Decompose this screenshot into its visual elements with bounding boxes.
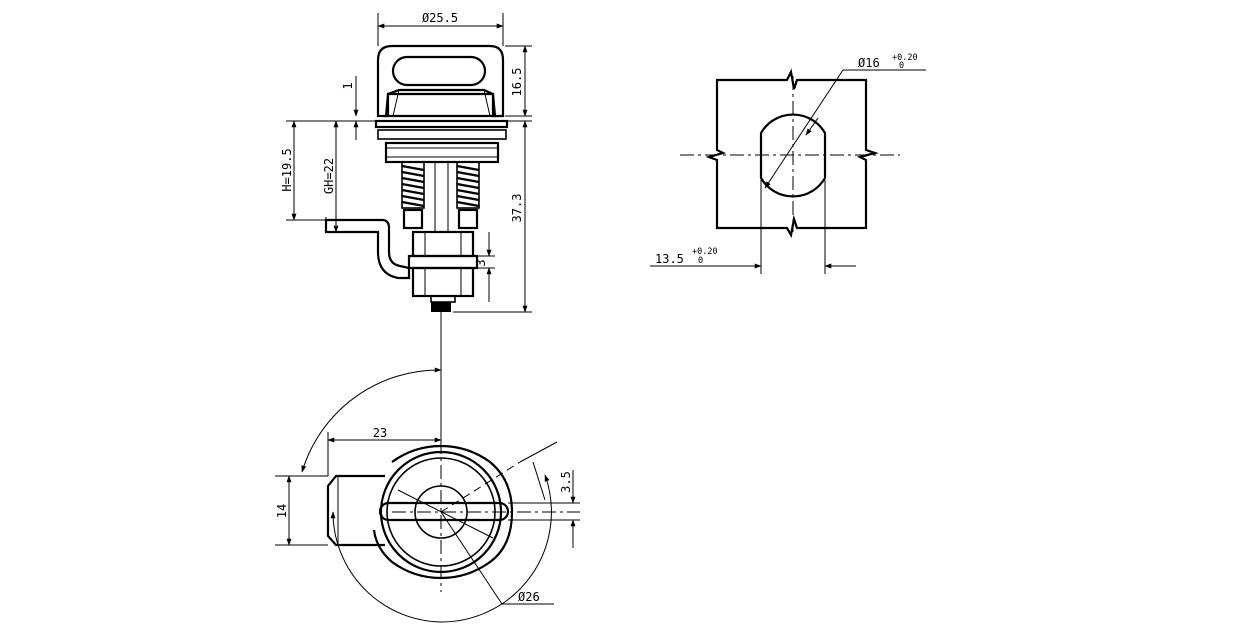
threaded-post-right xyxy=(456,161,480,230)
rotation-arc-bottom xyxy=(330,474,552,623)
dim-1: 1 xyxy=(341,82,355,89)
panel-outline xyxy=(705,68,879,239)
dim-gh-22: GH=22 xyxy=(322,158,336,194)
lower-nut xyxy=(411,230,475,258)
screw-tip xyxy=(431,302,451,312)
threaded-post-left xyxy=(401,161,425,230)
dim-dia-26: Ø26 xyxy=(518,590,540,604)
dim-37-3: 37.3 xyxy=(510,194,524,223)
dim-h-19-5: H=19.5 xyxy=(280,148,294,191)
dim-13-5-tol-lower: 0 xyxy=(698,256,703,266)
handle-slot xyxy=(391,55,487,87)
front-view: Ø25.5 16.5 1 H=19.5 GH=22 37.3 3 xyxy=(280,11,532,440)
cam-bottom xyxy=(326,474,385,547)
dim-dia-25-5: Ø25.5 xyxy=(422,11,458,25)
dim-dia-16: Ø16 xyxy=(858,56,880,70)
dim-23: 23 xyxy=(373,426,387,440)
panel-cutout-view: Ø16 +0.20 0 13.5 +0.20 0 xyxy=(650,53,926,274)
panel-nut xyxy=(384,141,500,164)
dim-16-5: 16.5 xyxy=(510,68,524,97)
grip-bar xyxy=(378,501,510,522)
flange xyxy=(374,119,509,129)
cam xyxy=(324,218,411,280)
bottom-view: 23 14 3.5 Ø26 xyxy=(275,367,580,623)
dim-3-5: 3.5 xyxy=(559,471,573,493)
dim-14: 14 xyxy=(275,504,289,518)
housing-outline xyxy=(372,444,514,580)
cutout-hole xyxy=(759,113,827,198)
dim-13-5-tol-upper: +0.20 xyxy=(692,247,718,257)
dim-3: 3 xyxy=(474,259,488,266)
dim-dia-16-tol-upper: +0.20 xyxy=(892,53,918,63)
dim-13-5: 13.5 xyxy=(655,252,684,266)
dim-dia-16-tol-lower: 0 xyxy=(899,61,904,71)
rotation-arc-top xyxy=(301,367,442,473)
